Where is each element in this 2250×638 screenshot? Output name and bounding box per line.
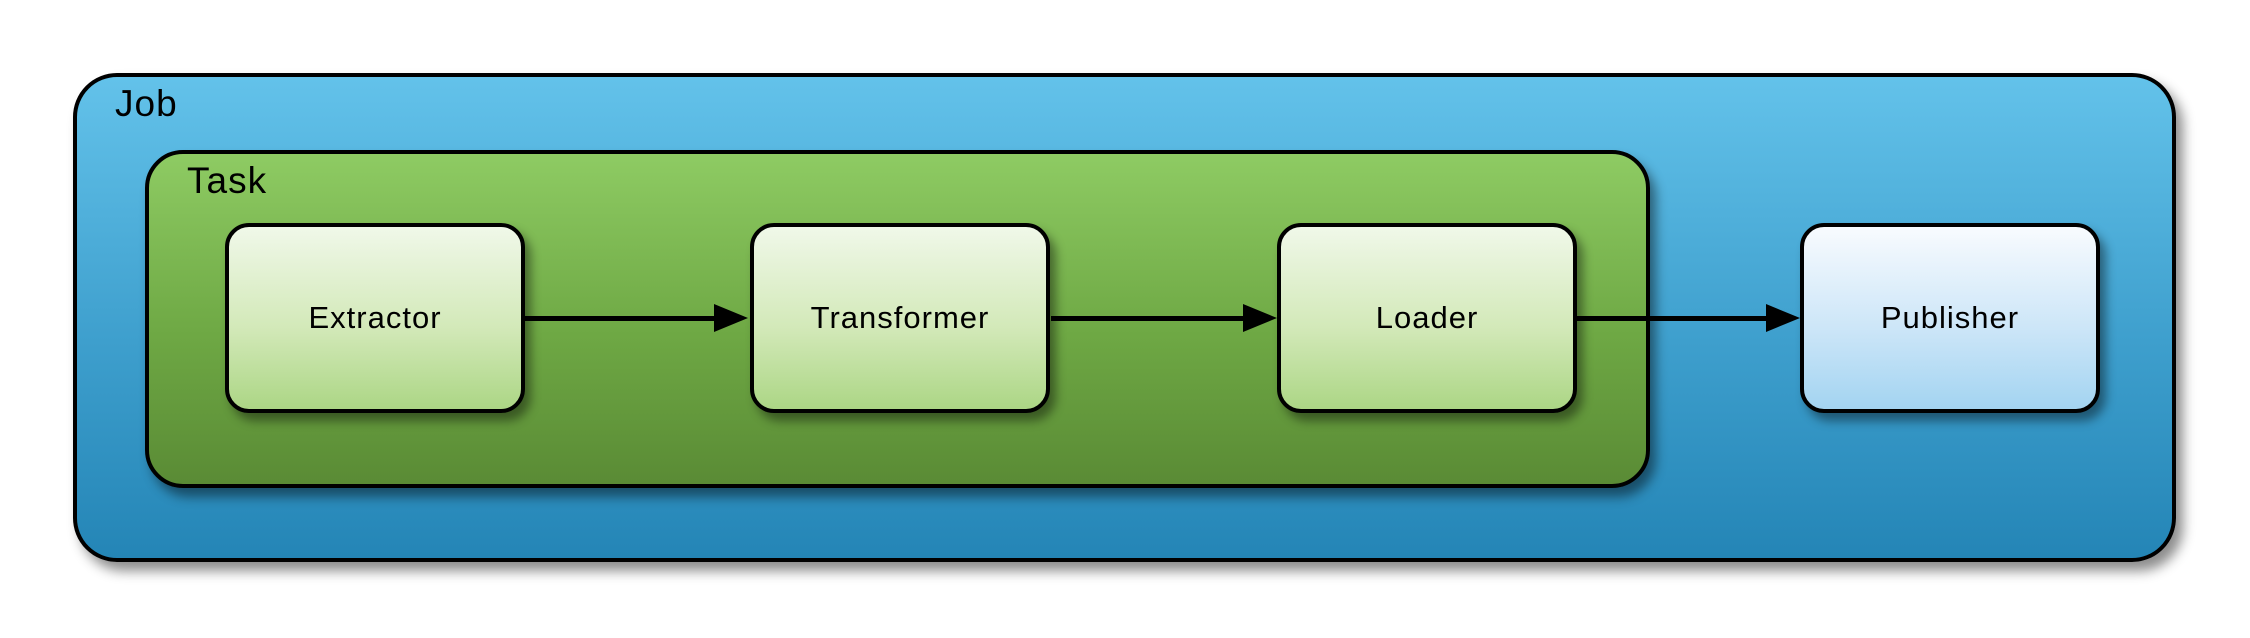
node-transformer-label: Transformer — [810, 300, 990, 335]
arrow-loader-to-publisher — [1574, 302, 1800, 334]
node-loader-label: Loader — [1375, 300, 1479, 335]
arrowhead-icon — [1243, 304, 1277, 332]
node-loader: Loader — [1277, 223, 1577, 413]
arrow-shaft — [1574, 315, 1774, 321]
node-publisher-label: Publisher — [1880, 300, 2020, 335]
arrow-shaft — [525, 315, 722, 321]
arrow-extractor-to-transformer — [525, 302, 748, 334]
arrowhead-icon — [714, 304, 748, 332]
arrowhead-icon — [1766, 304, 1800, 332]
node-extractor-label: Extractor — [308, 300, 442, 335]
node-transformer: Transformer — [750, 223, 1050, 413]
arrow-shaft — [1051, 315, 1251, 321]
node-publisher: Publisher — [1800, 223, 2100, 413]
job-label: Job — [115, 83, 178, 124]
arrow-transformer-to-loader — [1051, 302, 1277, 334]
task-label: Task — [187, 160, 268, 201]
node-extractor: Extractor — [225, 223, 525, 413]
